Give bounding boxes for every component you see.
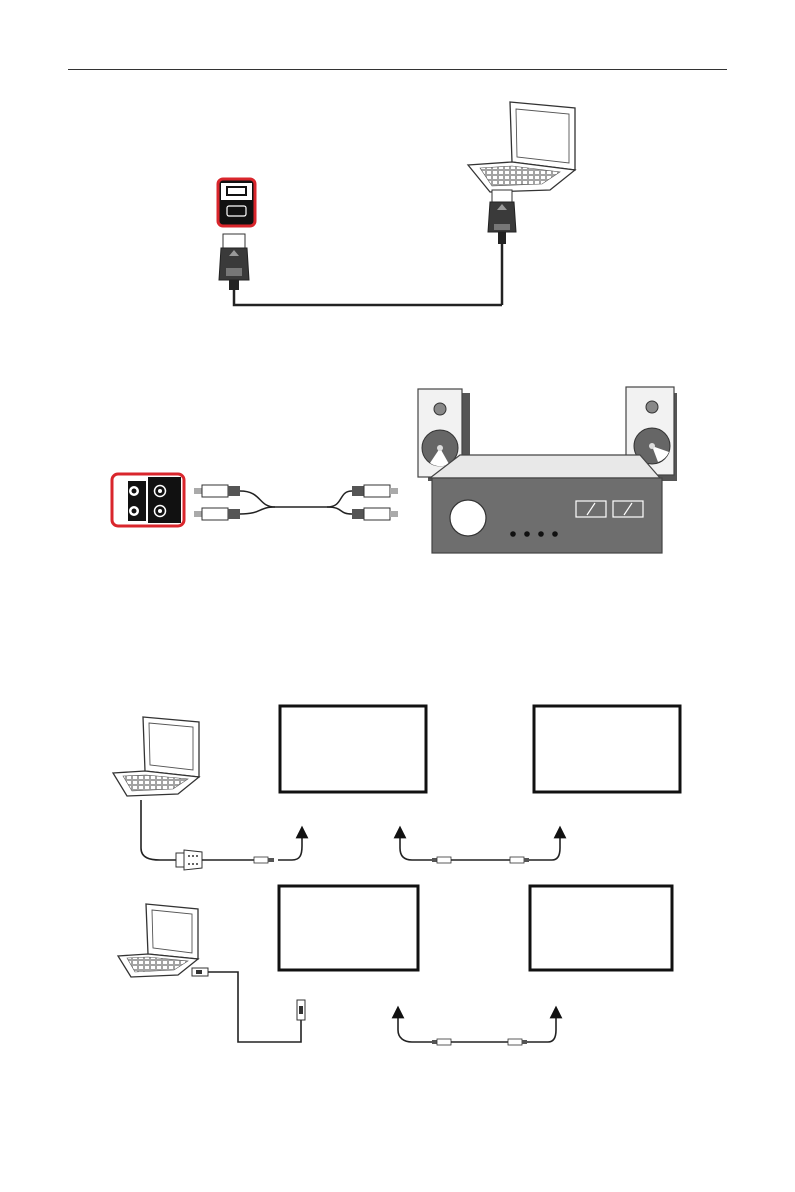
- audio-plug-icon: [432, 857, 451, 863]
- displayport-plug-icon: [488, 190, 516, 305]
- displayport-plug-icon: [219, 234, 502, 305]
- audio-plug-icon: [508, 1039, 527, 1045]
- monitor-icon: [280, 706, 426, 792]
- audio-plug-icon: [432, 1039, 451, 1045]
- amplifier-icon: [430, 455, 662, 553]
- rca-plug-icon: [194, 485, 240, 520]
- displayport-input-icon: [218, 179, 255, 226]
- monitor-icon: [279, 886, 418, 970]
- monitor-icon: [534, 706, 680, 792]
- monitor-icon: [530, 886, 672, 970]
- rca-plug-icon: [352, 485, 398, 520]
- displayport-diagram: [218, 102, 575, 305]
- audio-plug-icon: [254, 857, 274, 863]
- laptop-icon: [118, 904, 198, 977]
- daisy-chain-diagram: [113, 706, 680, 1045]
- usb-plug-icon: [192, 968, 208, 976]
- vga-connector-icon: [176, 850, 202, 870]
- laptop-icon: [468, 102, 575, 192]
- rca-audio-jack-icon: [112, 474, 184, 526]
- audio-diagram: [112, 387, 677, 553]
- laptop-icon: [113, 717, 199, 796]
- audio-plug-icon: [510, 857, 529, 863]
- usb-plug-icon: [297, 1000, 305, 1020]
